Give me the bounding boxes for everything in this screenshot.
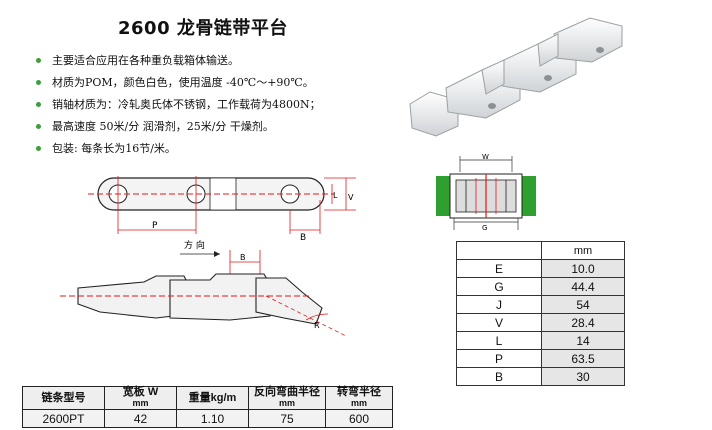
feature-item: 包装: 每条长为16节/米。 xyxy=(36,138,321,160)
dimension-name: L xyxy=(456,331,542,350)
dimension-name: B xyxy=(456,367,542,386)
header-width-line2: mm xyxy=(132,398,149,408)
label-b-side: B xyxy=(240,253,246,262)
table-header-cell xyxy=(456,241,542,260)
dimension-value: 44.4 xyxy=(541,277,625,296)
header-turn-radius-line2: mm xyxy=(350,398,367,408)
dimension-value: 14 xyxy=(541,331,625,350)
label-direction: 方 向 xyxy=(184,239,205,251)
feature-item: 材质为POM，颜色白色，使用温度 -40℃～+90℃。 xyxy=(36,72,321,94)
label-g: G xyxy=(482,224,487,232)
cell-model: 2600PT xyxy=(22,409,105,428)
cell-back-radius: 75 xyxy=(248,409,326,428)
dimension-name: P xyxy=(456,349,542,368)
header-turn-radius-line1: 转弯半径 xyxy=(337,386,381,398)
feature-item: 最高速度 50米/分 润滑剂，25米/分 干燥剂。 xyxy=(36,116,321,138)
feature-list: 主要适合应用在各种重负载箱体输送。 材质为POM，颜色白色，使用温度 -40℃～… xyxy=(36,50,321,160)
label-r: R xyxy=(314,321,320,330)
chain-product-photo xyxy=(409,17,623,137)
dimension-value: 10.0 xyxy=(541,259,625,278)
header-back-radius-line2: mm xyxy=(278,398,295,408)
label-p: P xyxy=(152,221,158,231)
header-back-radius-line1: 反向弯曲半径 xyxy=(254,386,320,398)
chain-side-view-drawing: 方 向 B R xyxy=(60,239,347,337)
cell-turn-radius: 600 xyxy=(325,409,393,428)
cell-weight: 1.10 xyxy=(176,409,249,428)
chain-cross-section-drawing: W G xyxy=(436,153,536,232)
label-l: L xyxy=(333,191,338,200)
dimension-name: G xyxy=(456,277,542,296)
dimension-value: 30 xyxy=(541,367,625,386)
header-width: 宽板 W mm xyxy=(104,386,177,410)
header-weight: 重量kg/m xyxy=(176,386,249,410)
header-model: 链条型号 xyxy=(22,386,105,410)
table-row: mm xyxy=(456,241,625,260)
header-width-line1: 宽板 W xyxy=(122,386,159,398)
dimension-name: E xyxy=(456,259,542,278)
dimension-name: J xyxy=(456,295,542,314)
feature-item: 主要适合应用在各种重负载箱体输送。 xyxy=(36,50,321,72)
feature-item: 销轴材质为：冷轧奥氏体不锈钢，工作载荷为4800N； xyxy=(36,94,321,116)
cell-width: 42 xyxy=(104,409,177,428)
page-title: 2600 龙骨链带平台 xyxy=(118,18,288,39)
dimension-value: 63.5 xyxy=(541,349,625,368)
header-turn-radius: 转弯半径 mm xyxy=(325,386,393,410)
spec-table: 链条型号 宽板 W mm 重量kg/m 反向弯曲半径 mm 转弯半径 mm 26… xyxy=(22,386,393,428)
dimension-value: 28.4 xyxy=(541,313,625,332)
label-b-top: B xyxy=(300,233,306,243)
table-row: 2600PT 42 1.10 75 600 xyxy=(22,409,393,428)
label-v: V xyxy=(348,193,354,202)
table-header-row: 链条型号 宽板 W mm 重量kg/m 反向弯曲半径 mm 转弯半径 mm xyxy=(22,386,393,410)
dimension-name: V xyxy=(456,313,542,332)
header-back-radius: 反向弯曲半径 mm xyxy=(248,386,326,410)
table-header-cell: mm xyxy=(541,241,625,260)
dimension-value: 54 xyxy=(541,295,625,314)
chain-top-view-drawing: P B L V xyxy=(88,176,356,243)
label-w: W xyxy=(482,153,489,161)
